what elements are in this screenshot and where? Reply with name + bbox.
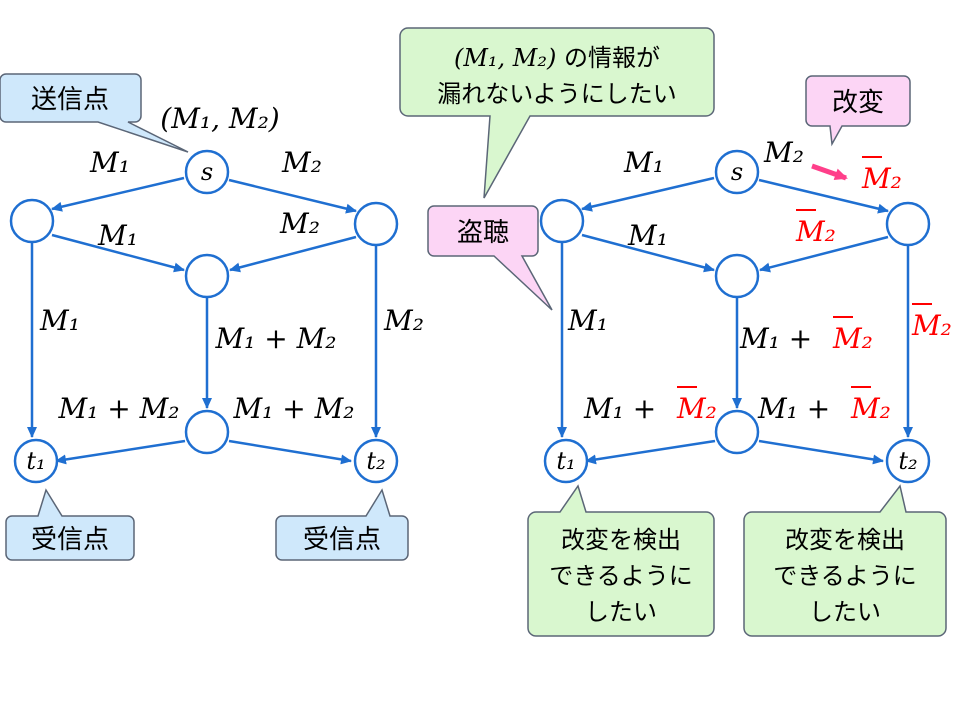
callout-tamper: 改変 — [805, 75, 911, 147]
left-label-b-t2: M₂ — [383, 304, 424, 337]
right-edge-d-t2 — [758, 439, 884, 465]
left-label-a-t1: M₁ — [39, 304, 80, 337]
tampered-m2-bt2-text: M₂ — [911, 309, 952, 342]
right-edge-s-b — [758, 178, 889, 214]
tampered-m2-dt1: M₂ — [676, 386, 717, 425]
right-node-c — [714, 253, 760, 299]
right-label-a-t1: M₁ — [567, 304, 608, 337]
callout-detect-1-line2: できるように — [549, 562, 693, 590]
right-node-t1-label: t₁ — [556, 447, 575, 475]
left-source-message: (M₁, M₂) — [160, 102, 279, 135]
left-node-t2 — [353, 438, 399, 484]
callout-privacy-line1-math: (M₁, M₂) — [454, 44, 556, 72]
callout-detect-2-line2: できるように — [773, 562, 917, 590]
right-node-t2 — [885, 438, 931, 484]
right-node-a — [539, 198, 585, 244]
tampered-m2-dt2: M₂ — [850, 386, 891, 425]
right-node-t1 — [543, 438, 589, 484]
callout-receiver-1-text: 受信点 — [31, 525, 109, 555]
left-network: s t₁ t₂ (M₁, M₂) M₁ M₂ M₁ M₂ M₁ M₁ + M₂ … — [0, 73, 424, 561]
left-edge-d-t1 — [55, 439, 186, 465]
callout-detect-1-line3: したい — [585, 598, 657, 626]
right-label-s-b: M₂ — [763, 136, 804, 169]
right-label-a-c: M₁ — [627, 219, 668, 252]
left-edge-b-c — [229, 235, 357, 273]
left-label-b-c: M₂ — [279, 207, 320, 240]
callout-detect-2: 改変を検出 できるように したい — [743, 484, 947, 637]
tampered-m2-top: M₂ — [861, 156, 902, 195]
left-edge-a-c — [51, 233, 185, 273]
right-edge-s-a — [581, 176, 715, 212]
right-label-c-d-plain: M₁ + — [739, 322, 812, 355]
callout-sender-text: 送信点 — [31, 85, 109, 115]
left-label-c-d: M₁ + M₂ — [214, 322, 336, 355]
left-node-c — [184, 253, 230, 299]
left-edge-s-b — [228, 178, 357, 214]
callout-privacy: (M₁, M₂) の情報が 漏れないようにしたい — [399, 27, 715, 199]
callout-detect-1: 改変を検出 できるように したい — [527, 484, 715, 637]
left-node-d — [184, 409, 230, 455]
left-label-a-c: M₁ — [97, 219, 138, 252]
tampered-m2-bc-text: M₂ — [795, 215, 836, 248]
tamper-arrow — [811, 163, 848, 181]
left-node-a — [9, 198, 55, 244]
right-label-d-t1-plain: M₁ + — [583, 392, 656, 425]
right-node-s-label: s — [731, 158, 743, 186]
callout-receiver-2-text: 受信点 — [303, 525, 381, 555]
tampered-m2-dt2-text: M₂ — [850, 392, 891, 425]
right-node-t2-label: t₂ — [898, 447, 917, 475]
left-node-t2-label: t₂ — [366, 447, 385, 475]
left-label-s-a: M₁ — [89, 146, 130, 179]
left-node-s-label: s — [201, 158, 213, 186]
callout-eavesdrop: 盗聴 — [427, 205, 553, 311]
left-edge-s-a — [51, 176, 185, 212]
callout-tamper-text: 改変 — [832, 88, 884, 118]
right-node-b — [885, 201, 931, 247]
tampered-m2-cd-text: M₂ — [832, 322, 873, 355]
callout-receiver-1: 受信点 — [5, 488, 135, 561]
right-label-s-a: M₁ — [623, 146, 664, 179]
callout-detect-2-line3: したい — [809, 598, 881, 626]
tampered-m2-cd: M₂ — [832, 316, 873, 355]
callout-privacy-line1: (M₁, M₂) の情報が — [454, 44, 660, 72]
right-edge-a-c — [581, 233, 715, 273]
tampered-m2-bc: M₂ — [795, 209, 836, 248]
right-node-s — [714, 149, 760, 195]
right-edge-b-c — [759, 235, 889, 273]
left-node-b — [353, 201, 399, 247]
left-node-t1-label: t₁ — [26, 447, 45, 475]
left-node-t1 — [13, 438, 59, 484]
right-node-d — [714, 409, 760, 455]
tampered-m2-bt2: M₂ — [911, 303, 952, 342]
callout-detect-2-line1: 改変を検出 — [785, 526, 905, 554]
tampered-m2-top-text: M₂ — [861, 162, 902, 195]
right-label-d-t2-plain: M₁ + — [757, 392, 830, 425]
left-label-s-b: M₂ — [281, 146, 322, 179]
tampered-m2-dt1-text: M₂ — [676, 392, 717, 425]
left-node-s — [184, 149, 230, 195]
callout-sender: 送信点 — [0, 73, 189, 153]
left-label-d-t2: M₁ + M₂ — [232, 392, 354, 425]
callout-detect-1-line1: 改変を検出 — [561, 526, 681, 554]
left-label-d-t1: M₁ + M₂ — [57, 392, 179, 425]
callout-eavesdrop-text: 盗聴 — [457, 218, 509, 248]
callout-privacy-line2: 漏れないようにしたい — [437, 80, 677, 108]
right-edge-d-t1 — [585, 439, 716, 465]
right-network: s t₁ t₂ M₁ M₂ M₁ M₁ M₂ M₂ M₂ M₁ + M₂ — [399, 27, 952, 637]
left-edge-d-t2 — [228, 439, 352, 465]
callout-receiver-2: 受信点 — [275, 488, 409, 561]
callout-privacy-line1-text: の情報が — [556, 44, 660, 72]
